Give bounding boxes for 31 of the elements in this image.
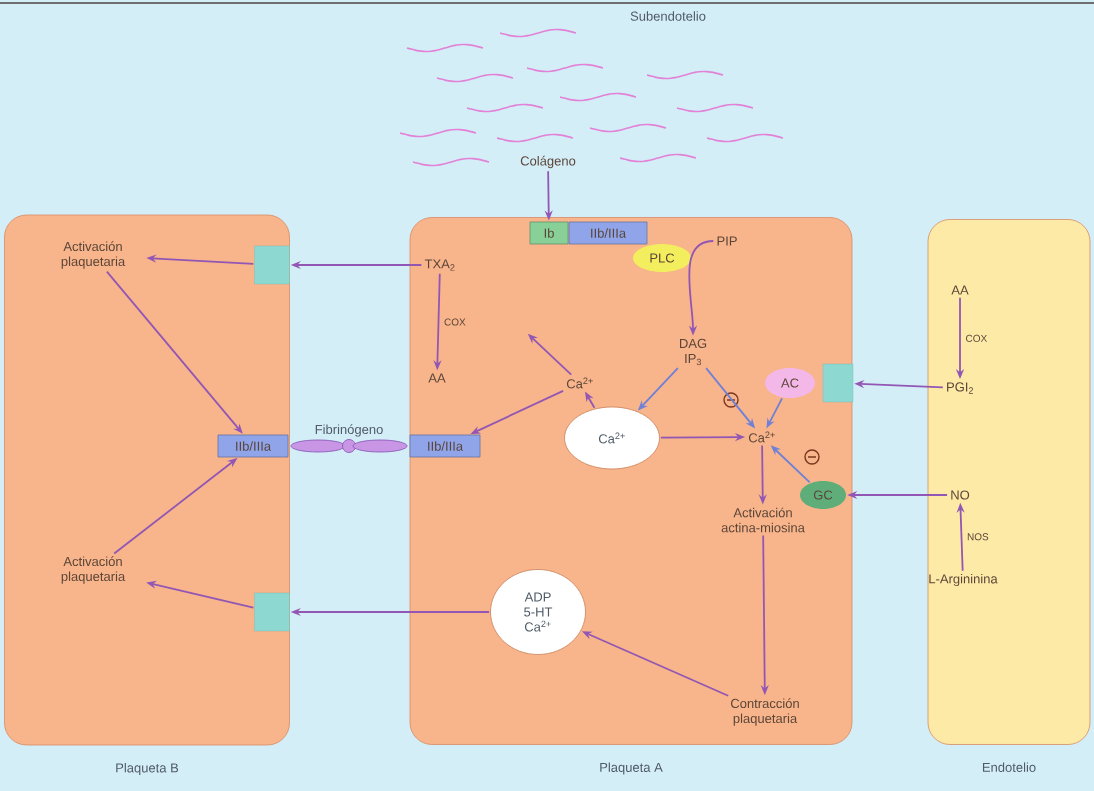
- node-text: Ca$^{2+}$: [748, 431, 775, 443]
- node-text: Colágeno: [520, 155, 576, 169]
- node-text: DAG IP$_{3}$: [680, 338, 707, 366]
- node-text: PGI$_{2}$: [947, 382, 973, 394]
- node-label: Plaqueta B: [116, 762, 179, 776]
- receptor-box: Ib: [529, 221, 569, 245]
- edge-label: COX: [966, 334, 987, 342]
- node-text: PIP: [717, 236, 737, 246]
- receptor-square: [254, 592, 290, 632]
- node-text: Activación actina-miosina: [721, 507, 805, 533]
- node-text: TXA$_{2}$: [424, 259, 455, 271]
- node-text: Ca$^{2+}$: [566, 377, 593, 389]
- receptor-square: [254, 245, 290, 285]
- receptor-box: IIb/IIIa: [568, 221, 648, 245]
- node-label: Fibrinógeno: [315, 424, 383, 437]
- node-label: Endotelio: [982, 762, 1036, 772]
- node-text: Activación plaquetaria: [61, 241, 126, 269]
- node-text: L-Argininina: [929, 573, 998, 587]
- receptor-square: [822, 363, 854, 403]
- node-text: NO: [951, 490, 970, 500]
- region-label: Subendotelio: [630, 11, 706, 21]
- edge-label: NOS: [967, 533, 989, 541]
- node-label: Plaqueta A: [600, 762, 663, 775]
- node-text: Activación plaquetaria: [61, 556, 126, 584]
- receptor-box: IIb/IIIa: [217, 434, 289, 458]
- node-text: AA: [428, 373, 446, 383]
- fibrinogen-molecule: Fibrinógeno: [290, 424, 408, 453]
- edge-label: COX: [444, 318, 466, 326]
- node-text: Contracción plaquetaria: [731, 698, 799, 726]
- node-text: AA: [951, 285, 969, 295]
- receptor-box: IIb/IIIa: [409, 434, 481, 458]
